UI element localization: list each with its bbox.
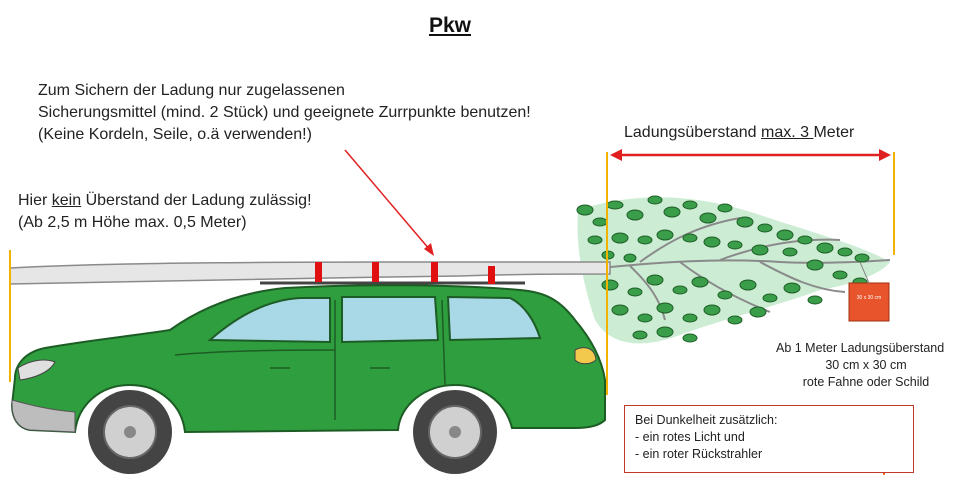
car-rear-light xyxy=(574,347,597,365)
darkness-info-text: Bei Dunkelheit zusätzlich: - ein rotes L… xyxy=(635,412,777,463)
car-door-lines xyxy=(174,299,446,420)
darkness-info-box: Bei Dunkelheit zusätzlich: - ein rotes L… xyxy=(624,405,914,473)
car-bumper xyxy=(11,399,76,433)
darkness-heading: Bei Dunkelheit zusätzlich: xyxy=(635,413,778,427)
page-title: Pkw xyxy=(428,14,472,37)
darkness-item-light: - ein rotes Licht und xyxy=(635,430,745,444)
car-headlight xyxy=(17,359,56,381)
rear-overhang-label: Ladungsüberstand max. 3 Meter xyxy=(624,124,855,141)
flag-string xyxy=(859,261,870,284)
flag-size-label: 30 x 30 cm xyxy=(856,295,882,301)
tie-down-straps xyxy=(315,262,495,284)
flag-note: Ab 1 Meter Ladungsüberstand 30 cm x 30 c… xyxy=(772,340,960,391)
red-flag xyxy=(848,282,890,322)
securing-note-line1: Zum Sichern der Ladung nur zugelassenen xyxy=(38,82,345,99)
securing-note-line3: (Keine Kordeln, Seile, o.ä verwenden!) xyxy=(38,126,312,143)
flag-note-line1: Ab 1 Meter Ladungsüberstand xyxy=(776,341,945,355)
darkness-item-reflector: - ein roter Rückstrahler xyxy=(635,447,763,461)
front-overhang-note: Hier kein Überstand der Ladung zulässig!… xyxy=(18,190,312,234)
flag-note-line3: rote Fahne oder Schild xyxy=(802,375,930,389)
securing-note-line2: Sicherungsmittel (mind. 2 Stück) und gee… xyxy=(38,104,531,121)
tree-trunk xyxy=(9,261,611,285)
flag-note-line2: 30 cm x 30 cm xyxy=(825,358,907,372)
tree-foliage-background xyxy=(577,197,890,344)
pointer-arrow xyxy=(344,149,434,256)
securing-note: Zum Sichern der Ladung nur zugelassenen … xyxy=(38,80,531,146)
tree-leaves xyxy=(576,195,870,343)
car-windows xyxy=(207,295,542,344)
front-note-line2: (Ab 2,5 m Höhe max. 0,5 Meter) xyxy=(18,214,247,231)
overhang-dimension-arrow xyxy=(610,149,891,161)
car-wheel-rear xyxy=(413,390,497,474)
car-wheel-front xyxy=(88,390,172,474)
front-note-line1: Hier kein Überstand der Ladung zulässig! xyxy=(18,192,312,209)
